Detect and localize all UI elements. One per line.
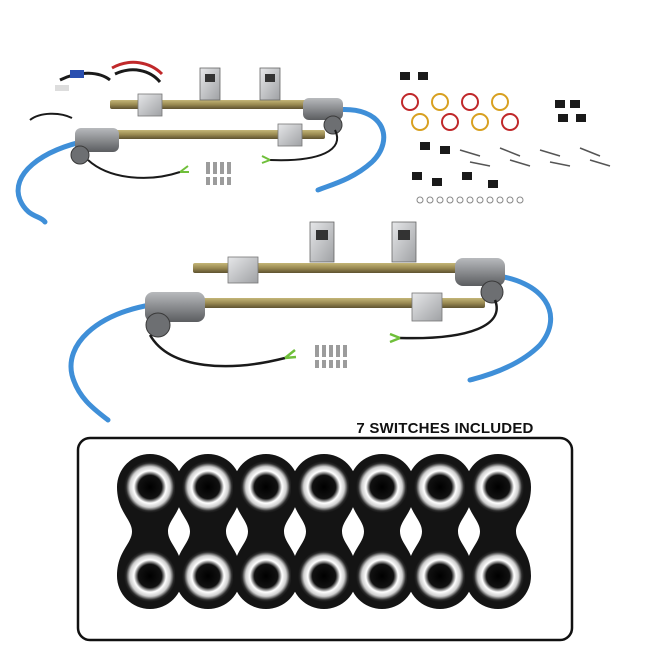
cable-icon <box>467 272 553 383</box>
motor-wire <box>399 299 498 340</box>
wire-harness <box>29 60 164 121</box>
screw-hardware <box>206 162 231 185</box>
cable-icon <box>315 107 387 193</box>
motor-icon <box>145 292 205 338</box>
mounting-plate <box>137 93 163 117</box>
door-bracket <box>199 67 221 101</box>
rocker-switch-icon <box>465 454 531 609</box>
regulator-rail <box>110 100 325 109</box>
relay-harness-set <box>400 72 611 204</box>
motor-wire <box>148 334 286 368</box>
rocker-switch-icon <box>349 454 415 609</box>
rocker-switch-icon <box>117 454 183 609</box>
regulator-rail <box>193 263 483 273</box>
door-bracket <box>259 67 281 101</box>
mounting-plate <box>277 123 303 147</box>
screw-hardware <box>315 345 347 368</box>
top-window-kit <box>15 60 611 225</box>
regulator-rail <box>85 130 325 139</box>
rocker-switch-icon <box>407 454 473 609</box>
bottom-window-kit <box>68 221 553 423</box>
motor-icon <box>455 258 505 304</box>
cable-icon <box>15 137 93 225</box>
motor-wire <box>269 129 339 162</box>
door-bracket <box>391 221 417 263</box>
rocker-switch-icon <box>233 454 299 609</box>
rocker-switch-icon <box>291 454 357 609</box>
mounting-plate <box>411 292 443 322</box>
motor-icon <box>70 128 119 165</box>
mounting-plate <box>227 256 259 284</box>
switch-row <box>117 454 531 609</box>
rocker-switch-icon <box>175 454 241 609</box>
regulator-rail <box>155 298 485 308</box>
switches-included-caption: 7 SWITCHES INCLUDED <box>356 420 534 437</box>
door-bracket <box>309 221 335 263</box>
motor-icon <box>303 98 343 135</box>
motor-wire <box>87 159 181 179</box>
cable-icon <box>68 302 153 423</box>
